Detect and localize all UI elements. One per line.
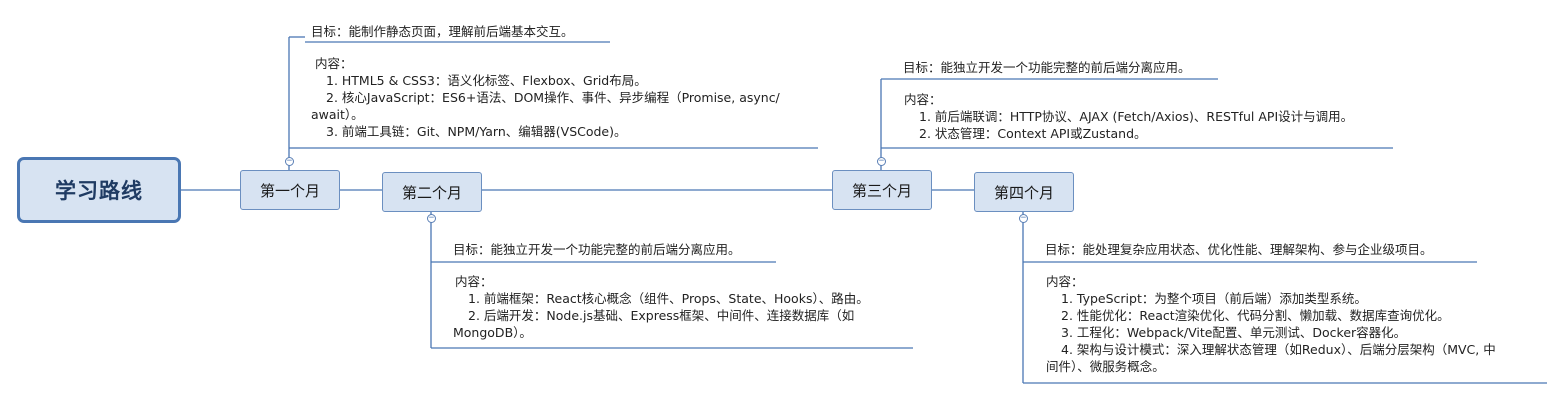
content-item: 4. 架构与设计模式：深入理解状态管理（如Redux）、后端分层架构（MVC, … [1061,342,1496,357]
content-item: 1. HTML5 & CSS3：语义化标签、Flexbox、Grid布局。 [326,73,647,88]
content-item: 2. 状态管理：Context API或Zustand。 [919,126,1147,141]
collapse-icon[interactable]: − [427,213,436,223]
content-item: 2. 后端开发：Node.js基础、Express框架、中间件、连接数据库（如 [468,308,855,323]
content-block-month-1: 内容： [315,55,353,72]
content-item: 3. 工程化：Webpack/Vite配置、单元测试、Docker容器化。 [1061,325,1407,340]
month-node-1[interactable]: 第一个月 [240,170,340,210]
content-item: 1. 前端框架：React核心概念（组件、Props、State、Hooks）、… [468,291,869,306]
content-item: 1. TypeScript：为整个项目（前后端）添加类型系统。 [1061,291,1367,306]
content-items-month-4: 1. TypeScript：为整个项目（前后端）添加类型系统。 2. 性能优化：… [1046,290,1496,375]
month-node-4[interactable]: 第四个月 [974,172,1074,212]
content-title: 内容： [1046,274,1084,289]
content-item: 2. 性能优化：React渲染优化、代码分割、懒加载、数据库查询优化。 [1061,308,1450,323]
month-node-2[interactable]: 第二个月 [382,172,482,212]
content-item: 间件）、微服务概念。 [1046,359,1165,374]
content-items-month-3: 1. 前后端联调：HTTP协议、AJAX (Fetch/Axios)、RESTf… [904,108,1353,142]
goal-text-month-1: 目标：能制作静态页面，理解前后端基本交互。 [311,24,574,39]
content-items-month-1: 1. HTML5 & CSS3：语义化标签、Flexbox、Grid布局。 2.… [311,72,780,140]
content-title: 内容： [904,92,942,107]
content-item: await）。 [311,107,364,122]
content-item: 2. 核心JavaScript：ES6+语法、DOM操作、事件、异步编程（Pro… [326,90,780,105]
content-block-month-4: 内容： [1046,273,1084,290]
content-title: 内容： [455,274,493,289]
collapse-icon[interactable]: − [877,156,886,166]
month-node-3[interactable]: 第三个月 [832,170,932,210]
content-block-month-2: 内容： [455,273,493,290]
collapse-icon[interactable]: − [285,156,294,166]
goal-text-month-2: 目标：能独立开发一个功能完整的前后端分离应用。 [453,242,741,257]
root-node[interactable]: 学习路线 [17,157,181,223]
content-items-month-2: 1. 前端框架：React核心概念（组件、Props、State、Hooks）、… [453,290,869,341]
content-item: 1. 前后端联调：HTTP协议、AJAX (Fetch/Axios)、RESTf… [919,109,1354,124]
content-block-month-3: 内容： [904,91,942,108]
goal-text-month-4: 目标：能处理复杂应用状态、优化性能、理解架构、参与企业级项目。 [1045,242,1433,257]
content-title: 内容： [315,56,353,71]
goal-text-month-3: 目标：能独立开发一个功能完整的前后端分离应用。 [903,60,1191,75]
content-item: 3. 前端工具链：Git、NPM/Yarn、编辑器(VSCode)。 [326,124,627,139]
content-item: MongoDB）。 [453,325,532,340]
collapse-icon[interactable]: − [1019,213,1028,223]
